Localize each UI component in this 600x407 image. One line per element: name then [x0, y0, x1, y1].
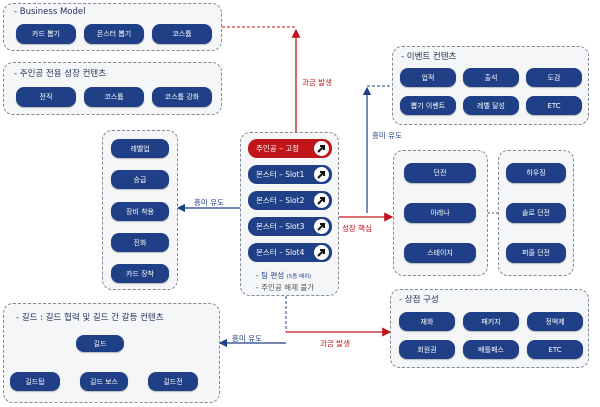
slot3-label: 몬스터 – Slot3 [256, 222, 305, 231]
guild-war-button[interactable]: 길드전 [148, 372, 198, 391]
billing-bottom-label: 과금 발생 [320, 339, 350, 348]
costume-button[interactable]: 코스튬 [152, 24, 212, 44]
team-note1-small: (5종 배치) [286, 274, 312, 280]
levelup-button[interactable]: 레벨업 [111, 139, 169, 158]
guild-tower-button[interactable]: 길드탑 [10, 372, 60, 391]
business-model-title: - Business Model [14, 7, 86, 17]
slot-monster-2[interactable]: 몬스터 – Slot2 [248, 191, 332, 210]
card-equip-button[interactable]: 카드 장착 [111, 264, 169, 283]
arena-button[interactable]: 아레나 [404, 203, 476, 223]
promotion-button[interactable]: 승급 [111, 170, 169, 189]
shop-panel: - 상점 구성 재화 패키지 정액제 회원권 배틀패스 ETC [390, 289, 589, 368]
evolve-button[interactable]: 진화 [111, 233, 169, 252]
slot-monster-3[interactable]: 몬스터 – Slot3 [248, 217, 332, 236]
slot-main-hero[interactable]: 주인공 – 고정 [248, 139, 332, 158]
arrow-upright-icon [314, 141, 329, 156]
core-content-panel: 던전 아레나 스테이지 [393, 150, 488, 276]
interest-up-label: 흥미 유도 [372, 131, 402, 140]
package-button[interactable]: 패키지 [463, 312, 519, 331]
costume-upgrade-button[interactable]: 코스튬 강화 [152, 87, 212, 107]
currency-button[interactable]: 재화 [399, 312, 455, 331]
arrow-upright-icon [314, 219, 329, 234]
team-note-formation: - 팀 편성 (5종 배치) [256, 270, 311, 281]
collection-button[interactable]: 도감 [526, 68, 582, 87]
solo-dungeon-button[interactable]: 솔로 던전 [506, 203, 566, 223]
equip-button[interactable]: 장비 착용 [111, 202, 169, 221]
arrow-upright-icon [314, 193, 329, 208]
guild-button[interactable]: 길드 [76, 335, 124, 352]
slot-main-label: 주인공 – 고정 [256, 144, 300, 153]
etc-shop-button[interactable]: ETC [527, 340, 583, 359]
billing-top-label: 과금 발생 [302, 78, 332, 87]
slot-monster-1[interactable]: 몬스터 – Slot1 [248, 165, 332, 184]
subscription-button[interactable]: 정액제 [527, 312, 583, 331]
slot-monster-4[interactable]: 몬스터 – Slot4 [248, 243, 332, 262]
card-draw-button[interactable]: 카드 뽑기 [16, 24, 76, 44]
dungeon-button[interactable]: 던전 [404, 163, 476, 183]
growth-title: - 주인공 전용 성장 컨텐츠 [14, 69, 107, 79]
progression-panel: 레벨업 승급 장비 착용 진화 카드 장착 [102, 130, 178, 290]
growth-panel: - 주인공 전용 성장 컨텐츠 전직 코스튬 코스튬 강화 [3, 62, 222, 115]
puzzle-dungeon-button[interactable]: 퍼즐 던전 [506, 243, 566, 263]
shop-title: - 상점 구성 [399, 295, 439, 305]
battle-pass-button[interactable]: 배틀패스 [463, 340, 519, 359]
team-note-lock: - 주인공 해제 불가 [256, 283, 315, 292]
arrow-upright-icon [314, 167, 329, 182]
job-change-button[interactable]: 전직 [16, 87, 76, 107]
housing-button[interactable]: 하우징 [506, 163, 566, 183]
guild-boss-button[interactable]: 길드 보스 [80, 372, 128, 391]
event-panel: - 이벤트 컨텐츠 업적 출석 도감 뽑기 이벤트 레벨 달성 ETC [392, 46, 589, 125]
arrow-upright-icon [314, 245, 329, 260]
team-panel [240, 132, 339, 296]
interest-left-label: 흥미 유도 [194, 198, 224, 207]
guild-title: - 길드 : 길드 협력 및 길드 간 갈등 컨텐츠 [16, 313, 164, 323]
growth-core-label: 성장 핵심 [342, 224, 372, 233]
membership-button[interactable]: 회원권 [399, 340, 455, 359]
team-note1: - 팀 편성 [256, 271, 285, 280]
event-title: - 이벤트 컨텐츠 [401, 52, 457, 62]
slot2-label: 몬스터 – Slot2 [256, 196, 305, 205]
etc-event-button[interactable]: ETC [526, 96, 582, 115]
slot4-label: 몬스터 – Slot4 [256, 248, 305, 257]
achievement-button[interactable]: 업적 [400, 68, 456, 87]
interest-bottom-label: 흥미 유도 [232, 334, 262, 343]
level-reach-button[interactable]: 레벨 달성 [463, 96, 519, 115]
attendance-button[interactable]: 출석 [463, 68, 519, 87]
stage-button[interactable]: 스테이지 [404, 243, 476, 263]
side-content-panel: 하우징 솔로 던전 퍼즐 던전 [498, 150, 574, 276]
slot1-label: 몬스터 – Slot1 [256, 170, 305, 179]
business-model-panel: - Business Model 카드 뽑기 몬스터 뽑기 코스튬 [3, 3, 222, 51]
costume2-button[interactable]: 코스튬 [84, 87, 144, 107]
monster-draw-button[interactable]: 몬스터 뽑기 [84, 24, 144, 44]
draw-event-button[interactable]: 뽑기 이벤트 [400, 96, 456, 115]
